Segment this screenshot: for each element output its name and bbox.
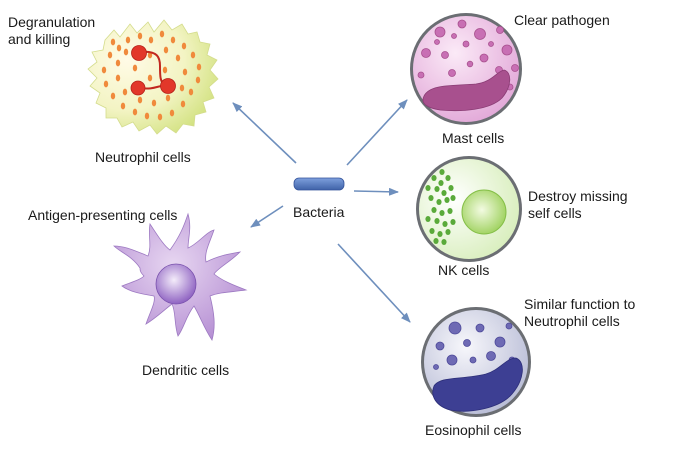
mast-function-label: Clear pathogen xyxy=(514,12,610,28)
eosinophil-function-label: Similar function to Neutrophil cells xyxy=(524,296,636,329)
bacteria-icon xyxy=(293,177,345,191)
neutrophil-function-label: Degranulation and killing xyxy=(8,14,96,47)
neutrophil-granules xyxy=(101,30,202,121)
mast-cell-icon xyxy=(410,13,522,125)
mast-granules xyxy=(417,19,519,99)
arrow-to-mast xyxy=(346,99,408,166)
nk-nucleus xyxy=(461,189,507,235)
nk-function-label: Destroy missing self cells xyxy=(528,188,628,221)
neutrophil-nucleus xyxy=(130,45,176,96)
neutrophil-name-label: Neutrophil cells xyxy=(95,149,191,165)
mast-nucleus xyxy=(422,69,511,112)
nk-cell-icon xyxy=(416,156,522,262)
mast-name-label: Mast cells xyxy=(442,130,505,146)
eosinophil-cell-icon xyxy=(421,307,531,417)
nk-granules xyxy=(425,169,456,245)
arrow-to-nk xyxy=(353,187,399,196)
dendritic-nucleus xyxy=(155,263,197,305)
nk-name-label: NK cells xyxy=(438,262,490,278)
eosinophil-nucleus xyxy=(432,357,523,412)
bacteria-label: Bacteria xyxy=(293,204,345,220)
dendritic-cell-icon xyxy=(113,212,248,341)
dendritic-name-label: Dendritic cells xyxy=(142,362,230,378)
neutrophil-cell-icon xyxy=(87,19,219,135)
eosinophil-name-label: Eosinophil cells xyxy=(425,422,522,438)
arrow-to-dendritic xyxy=(250,205,284,228)
arrow-to-eosinophil xyxy=(337,243,411,323)
arrows xyxy=(232,99,411,323)
arrow-to-neutrophil xyxy=(232,102,297,164)
dendritic-function-label: Antigen-presenting cells xyxy=(28,207,178,223)
